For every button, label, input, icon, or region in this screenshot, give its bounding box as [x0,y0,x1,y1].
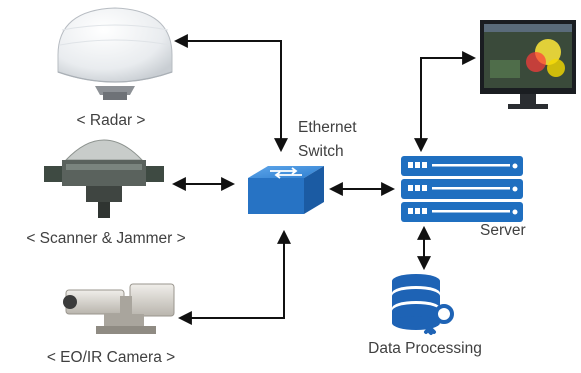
switch-label-line2: Switch [298,143,344,160]
database-key-icon [392,274,454,335]
data-processing-label: Data Processing [368,340,482,357]
radar-link [173,34,288,153]
eo-ir-camera-label: < EO/IR Camera > [46,349,176,366]
radar-label: < Radar > [76,112,146,129]
monitor-image [480,20,576,109]
scanner-jammer-label: < Scanner & Jammer > [26,230,186,247]
scanner-jammer-image [44,139,164,218]
switch-label-line1: Ethernet [298,119,357,136]
server-rack-icon [401,156,523,222]
connectors [171,34,477,325]
radar-image [57,7,173,100]
camera-link [177,229,291,325]
ethernet-switch-icon [248,166,324,214]
eo-ir-camera-image [63,283,175,334]
server-monitor-link [414,51,477,153]
server-label: Server [480,222,526,239]
